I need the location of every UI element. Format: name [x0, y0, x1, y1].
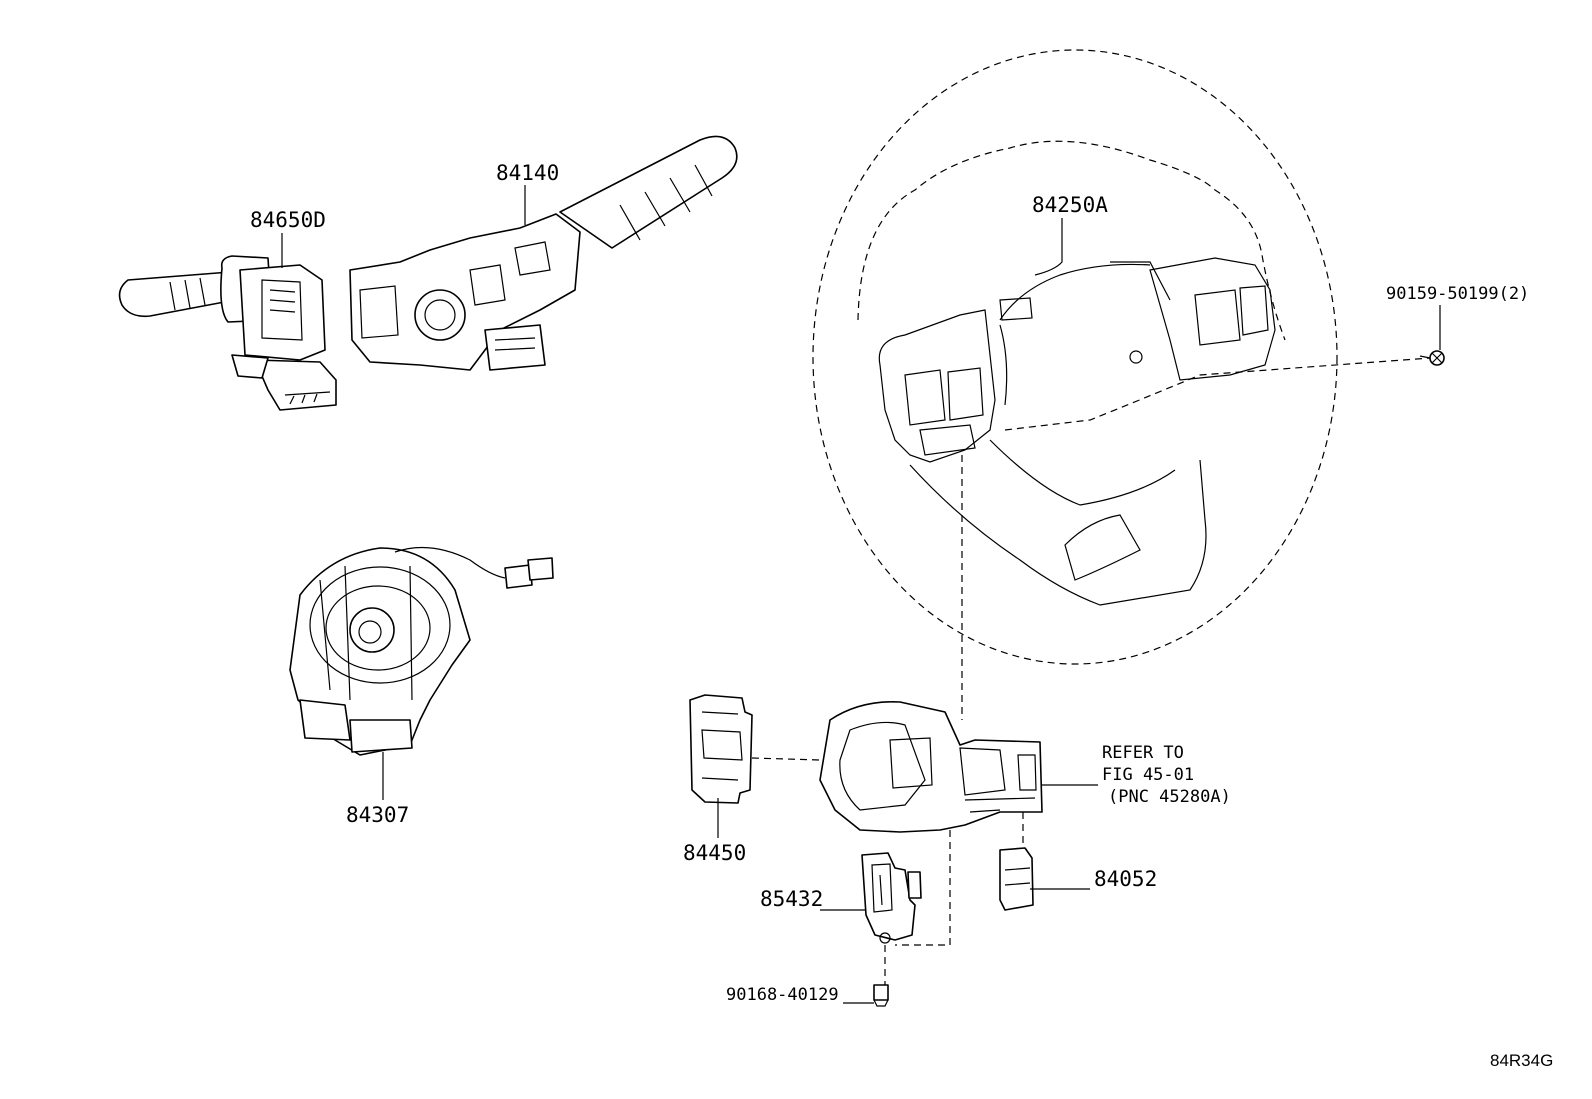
label-84307: 84307: [346, 803, 409, 827]
refer-line-1: REFER TO: [1102, 743, 1184, 763]
label-84052: 84052: [1094, 867, 1157, 891]
label-84650D: 84650D: [250, 208, 326, 232]
refer-line-3: (PNC 45280A): [1108, 787, 1231, 807]
label-85432: 85432: [760, 887, 823, 911]
part-90159-screw[interactable]: [1419, 350, 1445, 366]
part-column-switch-assembly[interactable]: [819, 701, 1043, 833]
label-90159-50199: 90159-50199(2): [1386, 284, 1529, 304]
figure-id: 84R34G: [1490, 1051, 1553, 1070]
part-84307-spiral-cable[interactable]: [289, 546, 554, 756]
label-90168-40129: 90168-40129: [726, 985, 839, 1005]
part-84650D-lever-switch[interactable]: [118, 255, 337, 411]
part-85432-sensor[interactable]: [861, 852, 922, 944]
label-84450: 84450: [683, 841, 746, 865]
part-84052-connector[interactable]: [999, 847, 1034, 911]
part-90168-screw[interactable]: [873, 984, 889, 1007]
label-84250A: 84250A: [1032, 193, 1108, 217]
dashed-connections: [751, 357, 1431, 985]
label-84140: 84140: [496, 161, 559, 185]
part-84140-lever-switch[interactable]: [349, 135, 738, 371]
refer-line-2: FIG 45-01: [1102, 765, 1194, 785]
leader-lines: [281, 185, 1441, 1004]
part-84450-switch[interactable]: [689, 694, 753, 804]
part-84250A-steering-wheel[interactable]: [812, 49, 1338, 665]
